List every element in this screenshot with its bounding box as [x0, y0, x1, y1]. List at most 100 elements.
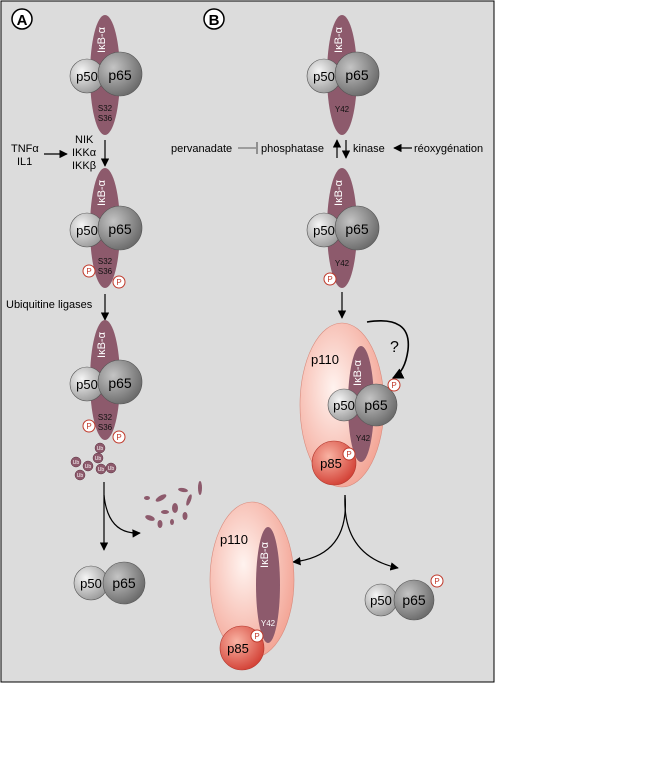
ubiquitin-bead: Ub [82, 460, 94, 472]
shape [92, 452, 104, 464]
ikb-label: IκB-α [96, 179, 108, 206]
protein-label: B [209, 12, 220, 29]
protein-label: p85 [227, 641, 249, 656]
protein-label: p50 [313, 223, 335, 238]
protein-label: Ub [108, 466, 115, 472]
complex-b3: p110 IκB-α p50 p65 P Y42 p85 P [299, 322, 401, 488]
protein-label: p85 [320, 456, 342, 471]
shape [155, 494, 167, 502]
stimulus-tnfa: TNFα [11, 143, 39, 155]
shape [161, 510, 169, 514]
degraded-fragments [144, 481, 202, 528]
kinase-ikkb: IKKβ [72, 160, 96, 172]
shape [112, 275, 126, 289]
p65-subunit [354, 383, 398, 427]
protein-label: P [116, 433, 121, 442]
shape [182, 512, 188, 520]
ikb-label: IκB-α [96, 26, 108, 53]
complex-b2: IκB-α p50 p65 Y42 P [306, 168, 380, 288]
protein-label: p50 [313, 69, 335, 84]
p65-subunit [97, 205, 143, 251]
protein-label: p50 [76, 223, 98, 238]
protein-label: p50 [333, 398, 355, 413]
shape [82, 460, 94, 472]
phosphatase-label: phosphatase [261, 143, 324, 155]
panel-label-b: B [203, 8, 225, 30]
phospho-badge: P [82, 264, 96, 278]
pervanadate-label: pervanadate [171, 143, 232, 155]
shape [157, 520, 163, 528]
free-nfkb-b: p50 p65 P [364, 574, 444, 621]
shape [186, 494, 192, 506]
protein-label: p65 [112, 575, 136, 591]
complex-a1: IκB-α p50 p65 S32 S36 [69, 15, 143, 135]
site-s32: S32 [98, 257, 113, 266]
protein-label: p65 [108, 67, 132, 83]
protein-label: Ub [73, 460, 80, 466]
site-s32: S32 [98, 413, 113, 422]
ubiquitin-bead: Ub [105, 462, 117, 474]
protein-label: p65 [108, 375, 132, 391]
shape [82, 264, 96, 278]
phospho-badge: P [112, 275, 126, 289]
ikb-alpha [256, 527, 280, 643]
ikb-label: IκB-α [333, 26, 345, 53]
phospho-badge: P [430, 574, 444, 588]
shape [198, 481, 202, 495]
protein-label: p65 [364, 397, 388, 413]
arrow-to-free-nfkb [344, 494, 399, 571]
protein-label: p50 [80, 576, 102, 591]
shape [387, 378, 401, 392]
complex-a2: IκB-α p50 p65 S32 S36 P P [69, 168, 143, 289]
site-s36: S36 [98, 267, 113, 276]
site-y42: Y42 [356, 434, 371, 443]
kinase-nik: NIK [75, 134, 94, 146]
ubiquitin-bead: Ub [94, 442, 106, 454]
protein-label: Ub [85, 464, 92, 470]
reoxygenation-label: réoxygénation [414, 143, 483, 155]
kinase-label: kinase [353, 143, 385, 155]
shape [74, 469, 86, 481]
protein-label: Ub [98, 467, 105, 473]
shape [82, 419, 96, 433]
site-s36: S36 [98, 114, 113, 123]
free-nfkb-a: p50 p65 [73, 561, 146, 605]
p65-subunit [334, 51, 380, 97]
protein-label: P [346, 450, 351, 459]
site-s32: S32 [98, 104, 113, 113]
site-y42: Y42 [335, 105, 350, 114]
phospho-badge: P [82, 419, 96, 433]
shape [94, 442, 106, 454]
protein-label: P [116, 278, 121, 287]
ubiquitin-ligases-label: Ubiquitine ligases [6, 299, 93, 311]
shape [170, 519, 174, 525]
shape [105, 462, 117, 474]
protein-label: p65 [345, 221, 369, 237]
ubiquitin-chain: Ub Ub Ub Ub Ub Ub Ub [70, 442, 117, 481]
p65-subunit [393, 579, 435, 621]
protein-label: Ub [95, 456, 102, 462]
protein-label: p110 [311, 352, 339, 367]
protein-label: Ub [97, 446, 104, 452]
protein-label: P [434, 577, 439, 586]
phospho-badge: P [250, 629, 264, 643]
shape [250, 629, 264, 643]
protein-label: p65 [345, 67, 369, 83]
phospho-badge: P [112, 430, 126, 444]
site-y42: Y42 [335, 259, 350, 268]
phospho-badge: P [342, 447, 356, 461]
ubiquitin-bead: Ub [92, 452, 104, 464]
protein-label: P [254, 632, 259, 641]
protein-label: p110 [220, 532, 248, 547]
protein-label: p65 [402, 592, 426, 608]
shape [172, 503, 178, 513]
shape [144, 496, 150, 500]
ubiquitin-bead: Ub [74, 469, 86, 481]
site-y42: Y42 [261, 619, 276, 628]
ikb-label: IκB-α [352, 359, 364, 386]
ikb-label: IκB-α [259, 541, 271, 568]
ubiquitin-bead: Ub [70, 456, 82, 468]
complex-a3: IκB-α p50 p65 S32 S36 P P [69, 320, 143, 444]
ikb-label: IκB-α [96, 331, 108, 358]
